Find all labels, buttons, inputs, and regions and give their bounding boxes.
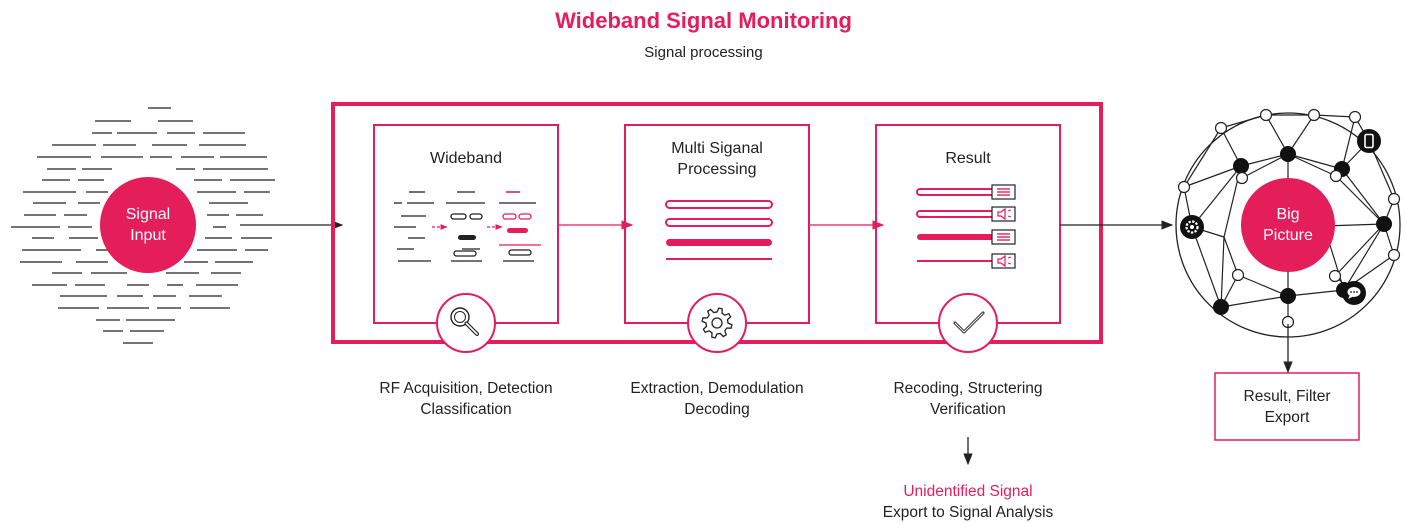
page-title: Wideband Signal Monitoring — [555, 8, 852, 33]
processing-illustration — [665, 200, 773, 260]
checkmark-icon — [938, 293, 998, 353]
caption-result: Recoding, Structering Verification — [893, 380, 1043, 418]
page-subtitle: Signal processing — [644, 44, 763, 61]
unidentified-signal-note: Unidentified Signal Export to Signal Ana… — [882, 483, 1054, 521]
signal-input-label: Signal Input — [125, 206, 171, 244]
big-picture-circle — [1241, 178, 1335, 272]
signal-noise-lines — [11, 107, 275, 344]
caption-wideband: RF Acquisition, Detection Classification — [379, 380, 553, 418]
settings-icon — [1180, 215, 1204, 239]
stage-title-processing: Multi Siganal Processing — [671, 140, 763, 178]
caption-processing: Extraction, Demodulation Decoding — [630, 380, 804, 418]
stage-title-wideband: Wideband — [429, 150, 503, 167]
signal-input-circle — [100, 177, 196, 273]
big-picture-label: Big Picture — [1263, 206, 1313, 244]
gear-icon — [687, 293, 747, 353]
wideband-illustration — [394, 191, 541, 262]
result-filter-label: Result, Filter Export — [1243, 388, 1331, 426]
result-illustration — [916, 184, 1016, 269]
phone-icon — [1357, 129, 1381, 153]
stage-box-result — [875, 124, 1061, 324]
result-filter-box — [1214, 372, 1360, 441]
stage-title-result: Result — [945, 150, 991, 167]
magnifier-icon — [436, 293, 496, 353]
stage-box-wideband — [373, 124, 559, 324]
chat-icon — [1342, 281, 1366, 305]
